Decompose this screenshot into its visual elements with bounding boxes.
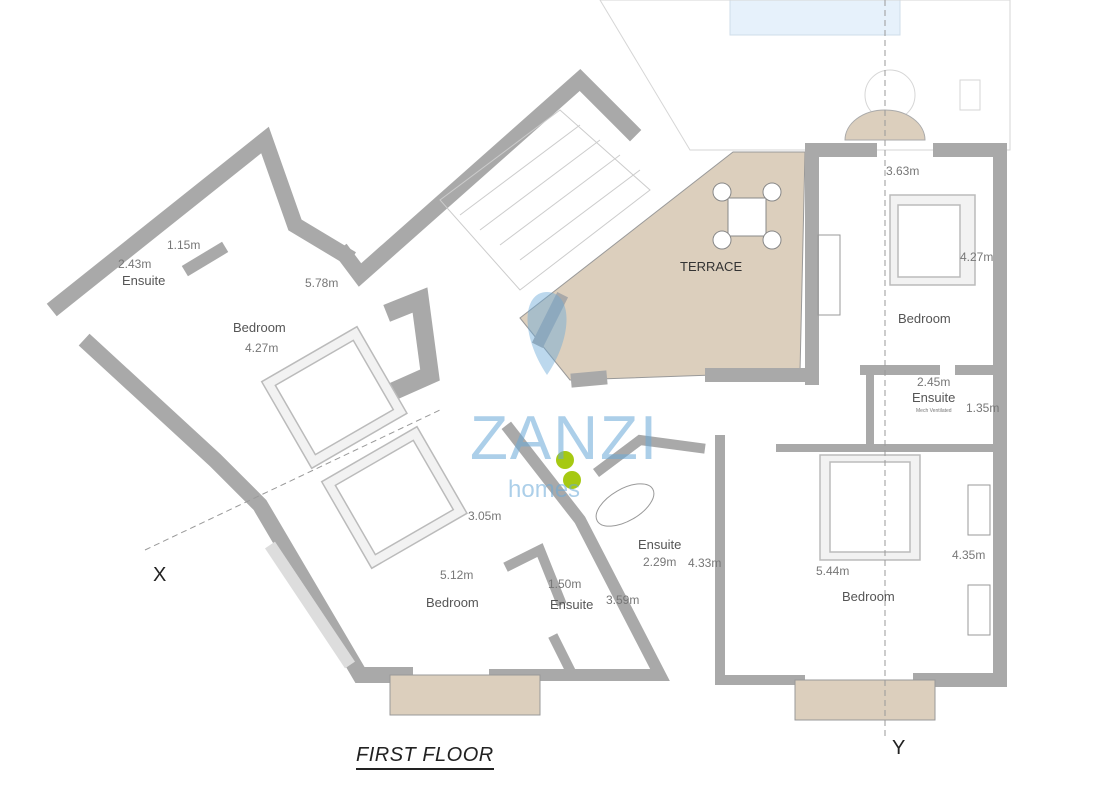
beds <box>260 194 976 570</box>
section-line-x <box>144 409 441 551</box>
dim-ensuite-4-b: 4.33m <box>688 556 722 570</box>
dim-bedroom-4-a: 5.44m <box>816 564 850 578</box>
room-label-bedroom-4: Bedroom <box>842 589 895 604</box>
dim-bedroom-3-a: 5.12m <box>440 568 474 582</box>
room-label-ensuite-2: Ensuite <box>912 390 956 405</box>
dim-ensuite-2-b: 1.35m <box>966 401 1000 415</box>
watermark-pin-icon <box>527 292 567 375</box>
terrace-table <box>712 182 782 250</box>
room-label-bedroom-3: Bedroom <box>426 595 479 610</box>
room-label-bedroom-2: Bedroom <box>898 311 951 326</box>
stairs <box>439 109 651 291</box>
dim-bedroom-4-b: 4.35m <box>952 548 986 562</box>
room-label-bedroom-1: Bedroom <box>233 320 286 335</box>
dim-ensuite-3-a: 1.50m <box>548 577 582 591</box>
terrace-floor <box>519 151 806 381</box>
dim-bedroom-1-b: 5.78m <box>305 276 339 290</box>
section-marker-x: X <box>153 564 167 586</box>
bathtub <box>595 483 655 527</box>
balcony-right <box>794 679 936 721</box>
walls <box>46 69 1007 687</box>
dim-bedroom-2-b: 4.27m <box>960 250 994 264</box>
watermark-brand: ZANZI <box>470 404 660 473</box>
room-label-terrace: TERRACE <box>680 259 743 274</box>
dim-ensuite-1-a: 2.43m <box>118 257 152 271</box>
dim-bedroom-3-b: 3.05m <box>468 509 502 523</box>
room-label-ensuite-1: Ensuite <box>122 273 166 288</box>
room-label-ensuite-3: Ensuite <box>550 597 594 612</box>
watermark-sub: homes <box>508 476 581 503</box>
balcony-left <box>389 674 541 716</box>
ventilation-note: Mech Ventilated <box>916 408 952 414</box>
dim-ensuite-1-b: 1.15m <box>167 238 201 252</box>
plants <box>556 451 581 489</box>
floor-title: FIRST FLOOR <box>356 744 494 770</box>
dim-ensuite-3-b: 3.59m <box>606 593 640 607</box>
section-marker-y: Y <box>892 737 906 759</box>
dim-bedroom-2-a: 3.63m <box>886 164 920 178</box>
wardrobes <box>265 234 991 669</box>
dim-ensuite-2-a: 2.45m <box>917 375 951 389</box>
garden-area <box>599 0 1011 151</box>
room-label-ensuite-4: Ensuite <box>638 537 682 552</box>
dim-ensuite-4-a: 2.29m <box>643 555 677 569</box>
dim-bedroom-1-a: 4.27m <box>245 341 279 355</box>
